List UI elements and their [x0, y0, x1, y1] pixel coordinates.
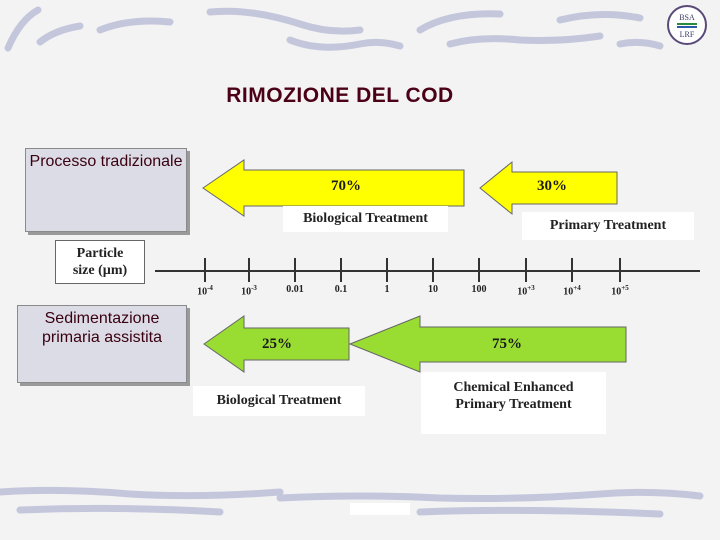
chemical-enhanced-label-line2: Primary Treatment [421, 397, 606, 413]
scale-tick-label: 10+5 [611, 284, 629, 297]
scale-tick-label: 10 [428, 284, 438, 295]
footer-strip [350, 503, 410, 515]
scale-tick-label: 0.01 [286, 284, 304, 295]
biological-treatment-box-bottom: Biological Treatment [193, 386, 365, 416]
scale-tick-label: 10+3 [517, 284, 535, 297]
chemical-enhanced-label-line1: Chemical Enhanced [421, 380, 606, 396]
chemical-enhanced-box: Chemical Enhanced Primary Treatment [421, 372, 606, 434]
scale-tick-label: 10-4 [197, 284, 213, 297]
scale-tick-label: 100 [472, 284, 487, 295]
scale-tick-label: 10-3 [241, 284, 257, 297]
scale-tick-label: 10+4 [563, 284, 581, 297]
scale-tick-label: 1 [385, 284, 390, 295]
biological-treatment-label-bottom: Biological Treatment [193, 393, 365, 409]
scale-tick-label: 0.1 [335, 284, 348, 295]
